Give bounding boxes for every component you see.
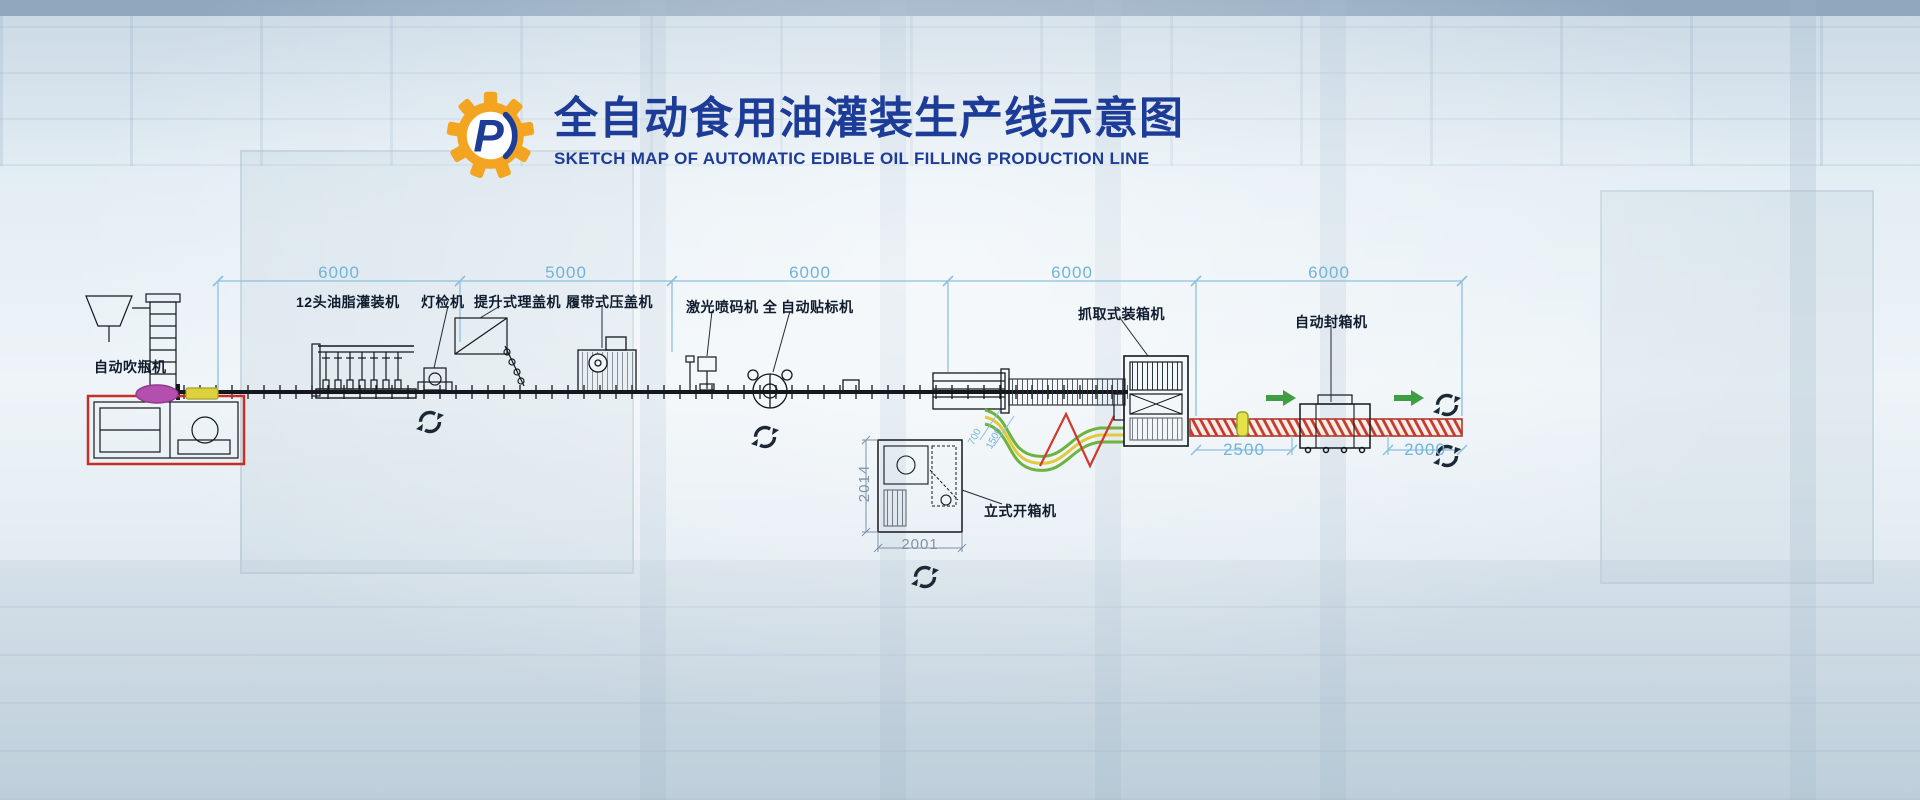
- labeler-glyph: [747, 369, 860, 409]
- logo-letter: P: [473, 111, 504, 162]
- carton-on-conveyor: [1236, 411, 1249, 437]
- measurement-2001: 2001: [901, 536, 939, 553]
- label-labeler: 自动贴标机: [781, 299, 854, 315]
- blow-molder-glyph: [85, 293, 246, 466]
- measurement-2500: 2500: [1223, 440, 1265, 459]
- dimension-label: 6000: [1051, 263, 1093, 282]
- page-title: 全自动食用油灌装生产线示意图: [554, 94, 1184, 143]
- laser-coder-glyph: [685, 355, 717, 391]
- top-dimension-chain: [212, 275, 1468, 416]
- case-packer-glyph: [1113, 355, 1189, 447]
- label-case-opener: 立式开箱机: [984, 503, 1057, 519]
- header: P 全自动食用油灌装生产线示意图 SKETCH MAP OF AUTOMATIC…: [443, 88, 1184, 183]
- dimension-label: 6000: [1308, 263, 1350, 282]
- opener-dimension-lines: [861, 435, 967, 553]
- measurement-2000: 2000: [1404, 440, 1446, 459]
- gear-icon: P: [446, 91, 535, 179]
- packer-infeed-conveyor-glyph: [932, 368, 1126, 414]
- title-block: 全自动食用油灌装生产线示意图 SKETCH MAP OF AUTOMATIC E…: [554, 88, 1184, 169]
- brand-gear-logo: P: [443, 88, 538, 183]
- label-blow-molder: 自动吹瓶机: [94, 359, 167, 375]
- rotate-icon: [1431, 393, 1463, 417]
- arrow-right-icon: [1266, 390, 1296, 406]
- dimension-label: 6000: [318, 263, 360, 282]
- case-opener-glyph: [877, 439, 963, 533]
- label-case-sealer: 自动封箱机: [1295, 314, 1368, 330]
- case-sealer-glyph: [1299, 394, 1371, 454]
- label-case-packer: 抓取式装箱机: [1078, 306, 1165, 322]
- label-lamp-inspector: 灯检机: [421, 294, 465, 310]
- bottle-flow-curves: [979, 408, 1124, 472]
- rotate-icon: [909, 565, 941, 589]
- rotate-icon: [749, 425, 781, 449]
- filler-glyph: [311, 343, 453, 399]
- label-capper: 履带式压盖机: [566, 294, 653, 310]
- arrow-right-icon: [1394, 390, 1424, 406]
- capper-glyph: [577, 336, 637, 393]
- label-leader-lines: [433, 305, 1332, 505]
- lamp-inspector-glyph: [423, 367, 447, 391]
- label-cap-sorter: 提升式理盖机: [474, 294, 561, 310]
- rotate-icon: [414, 410, 446, 434]
- dimension-label: 6000: [789, 263, 831, 282]
- cap-sorter-glyph: [454, 317, 525, 387]
- label-filler: 12头油脂灌装机: [296, 294, 400, 310]
- page-subtitle: SKETCH MAP OF AUTOMATIC EDIBLE OIL FILLI…: [554, 149, 1150, 169]
- dimension-label: 5000: [545, 263, 587, 282]
- carton-conveyor-glyph: [1189, 411, 1463, 437]
- flow-arrow-icons: [1266, 390, 1424, 406]
- measurement-2014: 2014: [856, 464, 874, 503]
- carton-dimension-lines: [1190, 436, 1468, 456]
- label-laser-coder: 激光喷码机 全: [686, 299, 778, 315]
